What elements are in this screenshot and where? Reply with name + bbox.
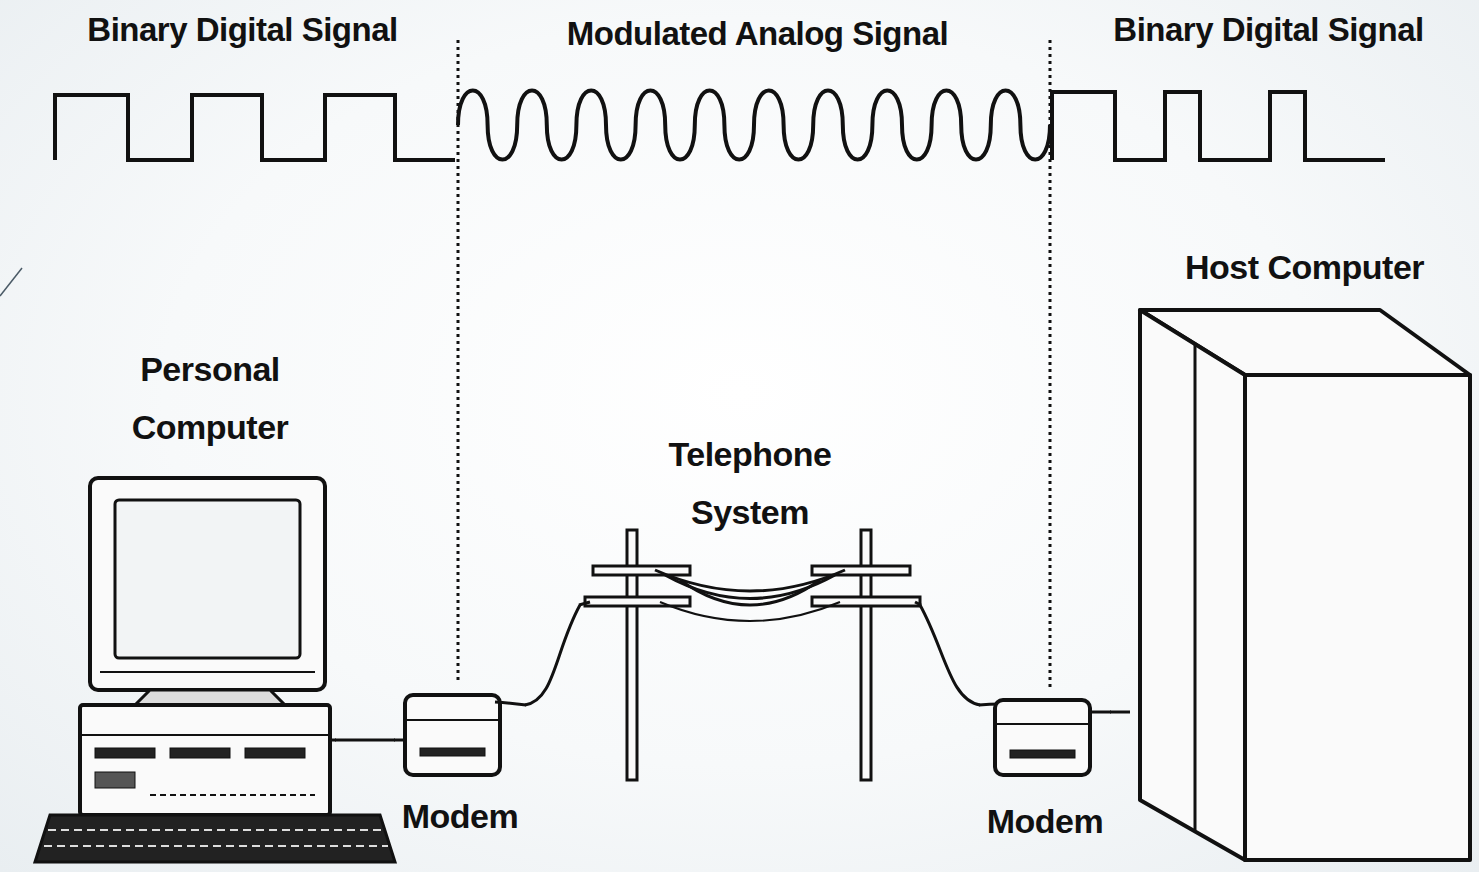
node-label: Modem [395,795,525,837]
host-cabinet [1140,310,1470,860]
slide-mark [0,268,22,296]
computer-node: Personal Computer [40,340,335,865]
node-label: Modem [980,800,1110,842]
modem-illustration [394,695,526,775]
wire-connector [920,605,980,705]
pc-illustration [35,478,395,862]
divider-line [1049,40,1052,690]
node-label: Host Computer [1130,242,1479,292]
node-label: Personal Computer [90,340,330,456]
modem-node: Modem [980,695,1110,845]
divider-line [457,40,460,680]
modem-node: Modem [395,690,525,840]
digital-wave [1052,92,1385,160]
analog-wave [458,91,1050,160]
wire-connector [335,739,395,742]
telephone-poles [579,530,921,780]
wire-connector [525,605,580,705]
modem-illustration [979,700,1111,775]
signal-label: Binary Digital Signal [30,8,455,52]
digital-wave [55,95,455,160]
signal-label: Modulated Analog Signal [470,12,1045,56]
telephone-node: Telephone System [580,425,920,785]
host-node: Host Computer [1130,240,1479,865]
signal-label: Binary Digital Signal [1058,8,1479,52]
wire-connector [1110,711,1130,714]
node-label: Telephone System [630,425,870,541]
